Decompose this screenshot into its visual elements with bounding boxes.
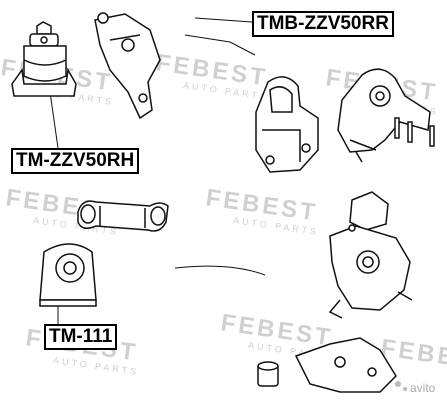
- part-transmission-mount: [328, 191, 413, 319]
- part-tm-zzv50rh: [11, 21, 77, 97]
- part-middle-bracket: [255, 76, 319, 173]
- part-link-mount: [77, 200, 169, 232]
- leader-line-rr: [194, 17, 253, 23]
- leader-line-rh: [49, 91, 59, 149]
- label-tm-111: TM-111: [44, 324, 118, 350]
- part-upper-bracket: [94, 12, 161, 120]
- part-lower-bracket: [257, 337, 397, 393]
- part-tm-111: [39, 243, 97, 307]
- leader-line-rr-lower: [184, 34, 256, 56]
- leader-line-center: [174, 265, 266, 276]
- label-tmb-zzv50rr: TMB-ZZV50RR: [252, 11, 394, 37]
- avito-corner-mark: avito: [395, 381, 436, 395]
- avito-mark-text: avito: [410, 381, 436, 395]
- label-tm-zzv50rh: TM-ZZV50RH: [11, 148, 140, 174]
- part-tmb-zzv50rr: [337, 68, 435, 163]
